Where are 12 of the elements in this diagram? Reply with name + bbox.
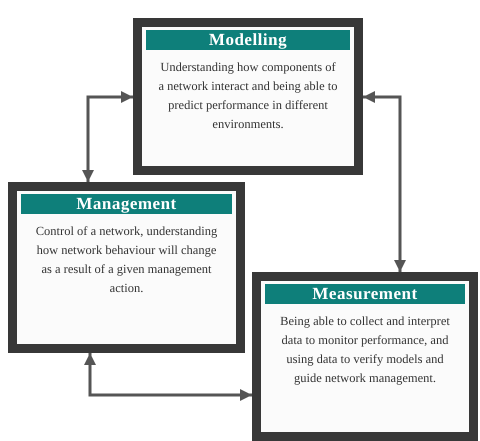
framed-panel — [8, 182, 245, 353]
double-arrow — [84, 353, 252, 401]
framed-panel — [133, 18, 363, 175]
section-heading: Measurement — [265, 284, 465, 304]
description-text: Control of a network, understanding how network behaviour will change as a result of a given management action. — [34, 223, 218, 297]
section-heading: Management — [21, 194, 232, 214]
double-arrow — [363, 91, 406, 272]
section-heading: Modelling — [146, 30, 350, 50]
double-arrow — [82, 91, 133, 182]
description-text: Understanding how components of a network interact and being able to predict performance in different environments. — [158, 59, 338, 133]
framed-panel — [252, 272, 478, 441]
description-text: Being able to collect and interpret data to monitor performance, and using data to verify models and guide network management. — [279, 313, 451, 387]
